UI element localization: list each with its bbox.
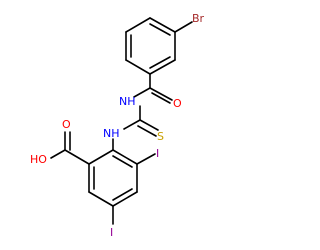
bond xyxy=(125,17,151,33)
bromine-atom: Br xyxy=(192,12,205,25)
iodine-para-atom: I xyxy=(110,226,113,239)
bond xyxy=(136,153,156,165)
bond xyxy=(125,59,151,75)
bond xyxy=(112,155,133,168)
bond xyxy=(123,119,141,130)
bond xyxy=(151,92,171,104)
bond xyxy=(139,119,159,131)
molecule-structure-drawing: Br NH O NH S HO O I I xyxy=(30,12,205,239)
bond xyxy=(50,149,66,159)
amide-nh-atom: NH xyxy=(119,95,136,108)
atom-labels: Br NH O NH S HO O I I xyxy=(30,12,205,239)
iodine-ortho-atom: I xyxy=(156,147,159,160)
hydroxyl-atom: HO xyxy=(30,153,47,166)
bond xyxy=(64,149,90,165)
carbonyl-oxygen-atom: O xyxy=(173,97,182,110)
thiourea-nh-atom: NH xyxy=(103,127,120,140)
bond xyxy=(112,191,138,207)
bonds xyxy=(50,17,193,225)
bond xyxy=(149,56,171,69)
bond xyxy=(112,188,133,201)
bond xyxy=(149,59,176,75)
bond xyxy=(112,149,138,165)
bond xyxy=(174,21,193,33)
bond xyxy=(137,125,157,137)
acid-oxygen-atom: O xyxy=(62,118,71,131)
bond xyxy=(149,23,171,36)
sulfur-atom: S xyxy=(157,130,164,143)
bond xyxy=(133,87,151,98)
bond xyxy=(88,191,114,207)
bond xyxy=(88,149,114,165)
bond xyxy=(149,87,173,101)
bond xyxy=(149,17,176,33)
